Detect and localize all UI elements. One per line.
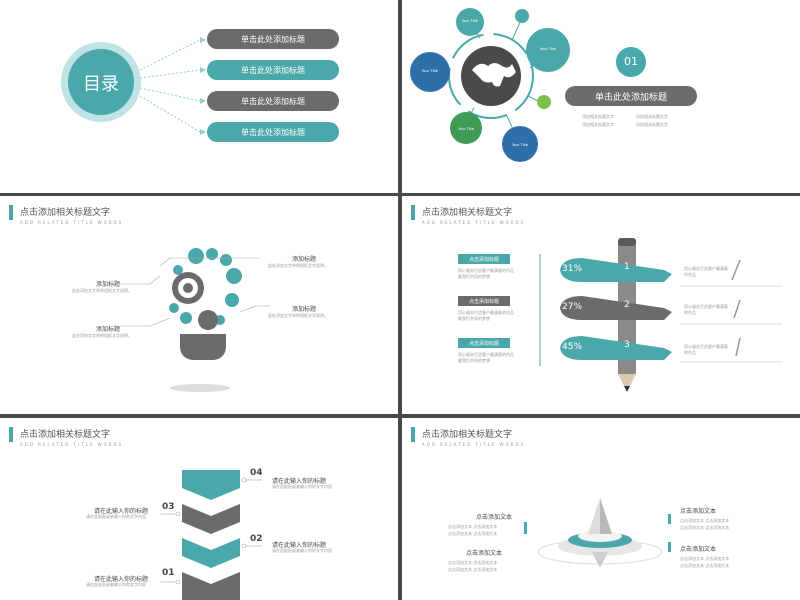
step-title-3: 请在此输入你的标题 [94, 508, 149, 515]
top-desc-1b: 点击添加文本 点击添加文本 [448, 531, 498, 536]
slide-network[interactable]: Your Title Your Title Your Title Your Ti… [402, 0, 800, 193]
header-title: 点击添加相关标题文字 [20, 430, 111, 440]
header-subtitle: ADD RELATED TITLE WORDS [422, 220, 526, 225]
pencil-node [450, 112, 482, 144]
pencil-graphic [539, 238, 782, 392]
spinning-top-graphic [524, 498, 671, 568]
right-desc-1: 用心服务打造客户最满意的作品 [684, 266, 728, 277]
step-num-3: 03 [162, 502, 175, 512]
search-node [502, 126, 538, 162]
top-desc-4: 点击添加文本 点击添加文本 [680, 556, 730, 561]
bubble-step-3: 3 [624, 340, 630, 350]
number-badge [616, 47, 646, 77]
number-label: 01 [624, 55, 638, 68]
bubble-value-2: 27% [562, 302, 583, 312]
box-desc-1: 用心服务打造客户最满意的作品最我们共同的梦想 [458, 268, 514, 279]
toc-item-4[interactable]: 单击此处添加标题 [207, 122, 339, 142]
money-bag-icon [515, 9, 529, 23]
box-label-3[interactable]: 点击添加标题 [458, 338, 510, 348]
network-diagram: Your Title Your Title Your Title Your Ti… [410, 8, 646, 162]
bulb-desc-1: 此处添加文字举例相框文字说明。 [268, 263, 328, 268]
header-subtitle: ADD RELATED TITLE WORDS [20, 220, 124, 225]
bubble-step-1: 1 [624, 262, 630, 272]
toc-item-3[interactable]: 单击此处添加标题 [207, 91, 339, 111]
node-title-4: Your Title [458, 127, 474, 131]
top-label-4: 点击添加文本 [680, 546, 717, 553]
world-map-icon [472, 63, 516, 87]
node-top [456, 8, 484, 36]
node-title-2: Your Title [422, 69, 438, 73]
bullet-4: 添加相关标题文字 [636, 122, 668, 127]
flask-node [526, 28, 570, 72]
steps-graphic [160, 470, 262, 600]
header-accent [9, 427, 13, 442]
box-label-1[interactable]: 点击添加标题 [458, 254, 510, 264]
step-num-2: 02 [250, 534, 263, 544]
step-desc-2: 请在此粘贴或者输入你的文字内容 [272, 548, 332, 553]
step-desc-4: 请在此粘贴或者输入你的文字内容 [272, 484, 332, 489]
bulb-desc-4: 此处添加文字举例相框文字说明。 [72, 333, 132, 338]
bulb-label-1: 添加标题 [292, 256, 317, 263]
top-label-3: 点击添加文本 [680, 508, 717, 515]
top-label-1: 点击添加文本 [476, 514, 513, 521]
bubble-step-2: 2 [624, 300, 630, 310]
node-title-5: Your Title [512, 143, 528, 147]
bubble-value-1: 31% [562, 264, 583, 274]
right-desc-3: 用心服务打造客户最满意的作品 [684, 344, 728, 355]
slide-pencil[interactable]: 点击添加相关标题文字 ADD RELATED TITLE WORDS 点击添加标… [402, 196, 800, 414]
node-title-3: Your Title [540, 47, 556, 51]
box-desc-2: 用心服务打造客户最满意的作品最我们共同的梦想 [458, 310, 514, 321]
slide-spinning-top[interactable]: 点击添加相关标题文字 ADD RELATED TITLE WORDS 点击添加文… [402, 418, 800, 600]
bulb-desc-3: 此处添加文字举例相框文字说明。 [268, 313, 328, 318]
bulb-label-4: 添加标题 [96, 326, 121, 333]
step-title-4: 请在此输入你的标题 [272, 478, 327, 485]
right-desc-2: 用心服务打造客户最满意的作品 [684, 304, 728, 315]
header-title: 点击添加相关标题文字 [422, 430, 513, 440]
top-label-2: 点击添加文本 [466, 550, 503, 557]
header-accent [411, 427, 415, 442]
slide-toc[interactable]: 目录 单击此处添加标题 单击此处添加标题 单击此处添加标题 单击此处添加标题 [0, 0, 398, 193]
bullet-2: 添加相关标题文字 [636, 114, 668, 119]
box-label-2[interactable]: 点击添加标题 [458, 296, 510, 306]
header-title: 点击添加相关标题文字 [20, 208, 111, 218]
toc-item-1[interactable]: 单击此处添加标题 [207, 29, 339, 49]
bulb-label-3: 添加标题 [292, 306, 317, 313]
step-title-1: 请在此输入你的标题 [94, 576, 149, 583]
step-desc-1: 请在此粘贴或者输入你的文字内容 [86, 582, 146, 587]
top-desc-2: 点击添加文本 点击添加文本 [448, 560, 498, 565]
network-title-pill[interactable]: 单击此处添加标题 [565, 86, 697, 106]
gear-bulb-graphic [120, 248, 270, 392]
top-desc-3: 点击添加文本 点击添加文本 [680, 518, 730, 523]
toc-title: 目录 [83, 74, 119, 95]
toc-item-2[interactable]: 单击此处添加标题 [207, 60, 339, 80]
bulb-label-2: 添加标题 [96, 281, 121, 288]
header-accent [411, 205, 415, 220]
step-title-2: 请在此输入你的标题 [272, 542, 327, 549]
header-title: 点击添加相关标题文字 [422, 208, 513, 218]
node-title-1: Your Title [462, 19, 478, 23]
bulb-base [180, 334, 226, 360]
top-desc-4b: 点击添加文本 点击添加文本 [680, 563, 730, 568]
header-subtitle: ADD RELATED TITLE WORDS [20, 442, 124, 447]
step-num-4: 04 [250, 468, 263, 478]
toc-inner-circle [68, 49, 134, 115]
header-accent [9, 205, 13, 220]
tools-node [410, 52, 450, 92]
top-desc-2b: 点击添加文本 点击添加文本 [448, 567, 498, 572]
step-desc-3: 请在此粘贴或者输入你的文字内容 [86, 514, 146, 519]
slide-steps[interactable]: 点击添加相关标题文字 ADD RELATED TITLE WORDS 04 请在… [0, 418, 398, 600]
toc-connectors [61, 37, 206, 135]
bullet-1: 添加相关标题文字 [582, 114, 614, 119]
anchor-icon [537, 95, 551, 109]
top-desc-1: 点击添加文本 点击添加文本 [448, 524, 498, 529]
bulb-desc-2: 此处添加文字举例相框文字说明。 [72, 288, 132, 293]
top-desc-3b: 点击添加文本 点击添加文本 [680, 525, 730, 530]
header-subtitle: ADD RELATED TITLE WORDS [422, 442, 526, 447]
slide-bulb[interactable]: 点击添加相关标题文字 ADD RELATED TITLE WORDS 添加标题 … [0, 196, 398, 414]
bullet-3: 添加相关标题文字 [582, 122, 614, 127]
step-num-1: 01 [162, 568, 175, 578]
bubble-value-3: 45% [562, 342, 583, 352]
box-desc-3: 用心服务打造客户最满意的作品最我们共同的梦想 [458, 352, 514, 363]
